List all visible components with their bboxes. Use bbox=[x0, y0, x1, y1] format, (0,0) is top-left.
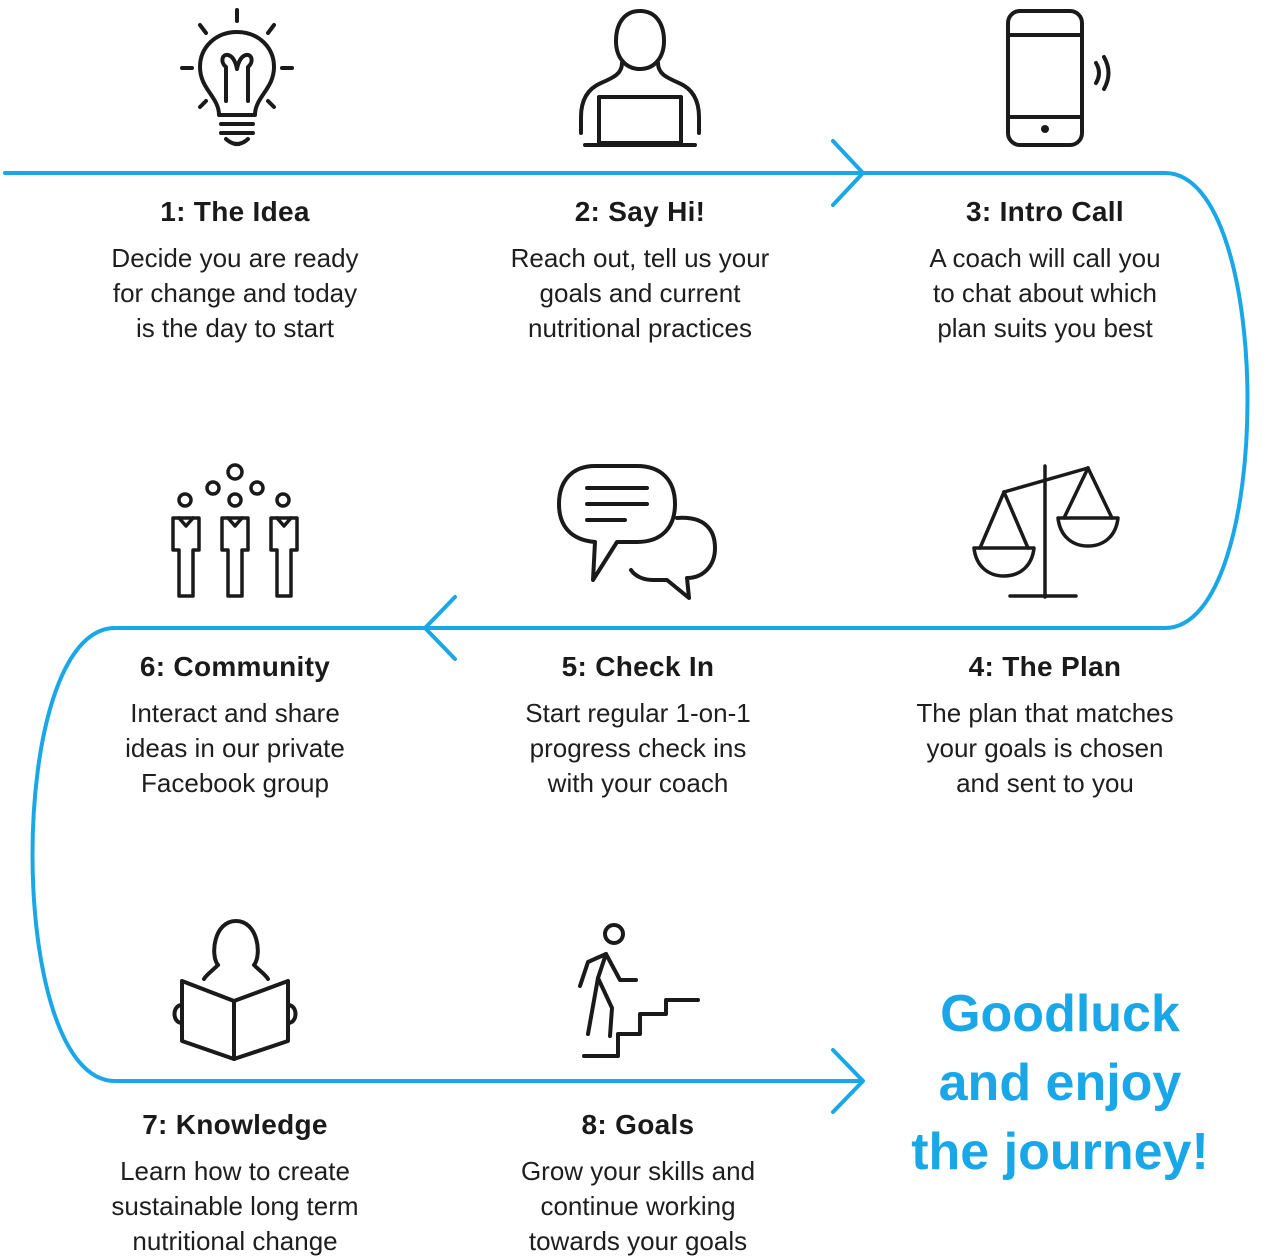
step-title: 1: The Idea bbox=[160, 196, 310, 227]
step-6: 6: Community Interact and share ideas in… bbox=[70, 650, 400, 801]
phone-icon bbox=[1006, 9, 1111, 147]
step-title: 3: Intro Call bbox=[966, 196, 1124, 227]
step-description: Decide you are ready for change and toda… bbox=[111, 243, 359, 343]
closing-message: Goodluck and enjoy the journey! bbox=[880, 980, 1240, 1187]
arrow-right-2 bbox=[831, 1048, 865, 1114]
step-description: Start regular 1-on-1 progress check ins … bbox=[525, 698, 751, 798]
step-3: 3: Intro Call A coach will call you to c… bbox=[880, 195, 1210, 346]
closing-line: and enjoy bbox=[938, 1054, 1182, 1112]
step-title: 7: Knowledge bbox=[142, 1109, 328, 1140]
step-title: 8: Goals bbox=[581, 1109, 695, 1140]
closing-line: the journey! bbox=[911, 1123, 1209, 1181]
step-title: 4: The Plan bbox=[968, 651, 1122, 682]
step-5: 5: Check In Start regular 1-on-1 progres… bbox=[473, 650, 803, 801]
step-2: 2: Say Hi! Reach out, tell us your goals… bbox=[475, 195, 805, 346]
step-description: The plan that matches your goals is chos… bbox=[916, 698, 1174, 798]
step-description: Interact and share ideas in our private … bbox=[125, 698, 345, 798]
step-title: 6: Community bbox=[139, 651, 331, 682]
reading-person-icon bbox=[172, 919, 298, 1061]
step-7: 7: Knowledge Learn how to create sustain… bbox=[70, 1108, 400, 1259]
scales-icon bbox=[972, 464, 1120, 599]
step-description: Learn how to create sustainable long ter… bbox=[111, 1156, 359, 1256]
lightbulb-icon bbox=[180, 8, 294, 146]
step-description: Reach out, tell us your goals and curren… bbox=[510, 243, 770, 343]
group-people-icon bbox=[171, 463, 299, 598]
chat-bubbles-icon bbox=[557, 464, 717, 600]
arrow-right-1 bbox=[831, 139, 865, 207]
journey-line bbox=[3, 171, 1250, 1083]
step-8: 8: Goals Grow your skills and continue w… bbox=[473, 1108, 803, 1259]
step-description: Grow your skills and continue working to… bbox=[520, 1156, 756, 1256]
step-description: A coach will call you to chat about whic… bbox=[929, 243, 1161, 343]
step-1: 1: The Idea Decide you are ready for cha… bbox=[70, 195, 400, 346]
closing-line: Goodluck bbox=[940, 985, 1180, 1043]
step-title: 5: Check In bbox=[561, 651, 715, 682]
arrow-left bbox=[423, 595, 457, 661]
step-title: 2: Say Hi! bbox=[574, 196, 706, 227]
step-4: 4: The Plan The plan that matches your g… bbox=[880, 650, 1210, 801]
person-laptop-icon bbox=[579, 9, 701, 147]
climbing-stairs-icon bbox=[578, 923, 700, 1058]
